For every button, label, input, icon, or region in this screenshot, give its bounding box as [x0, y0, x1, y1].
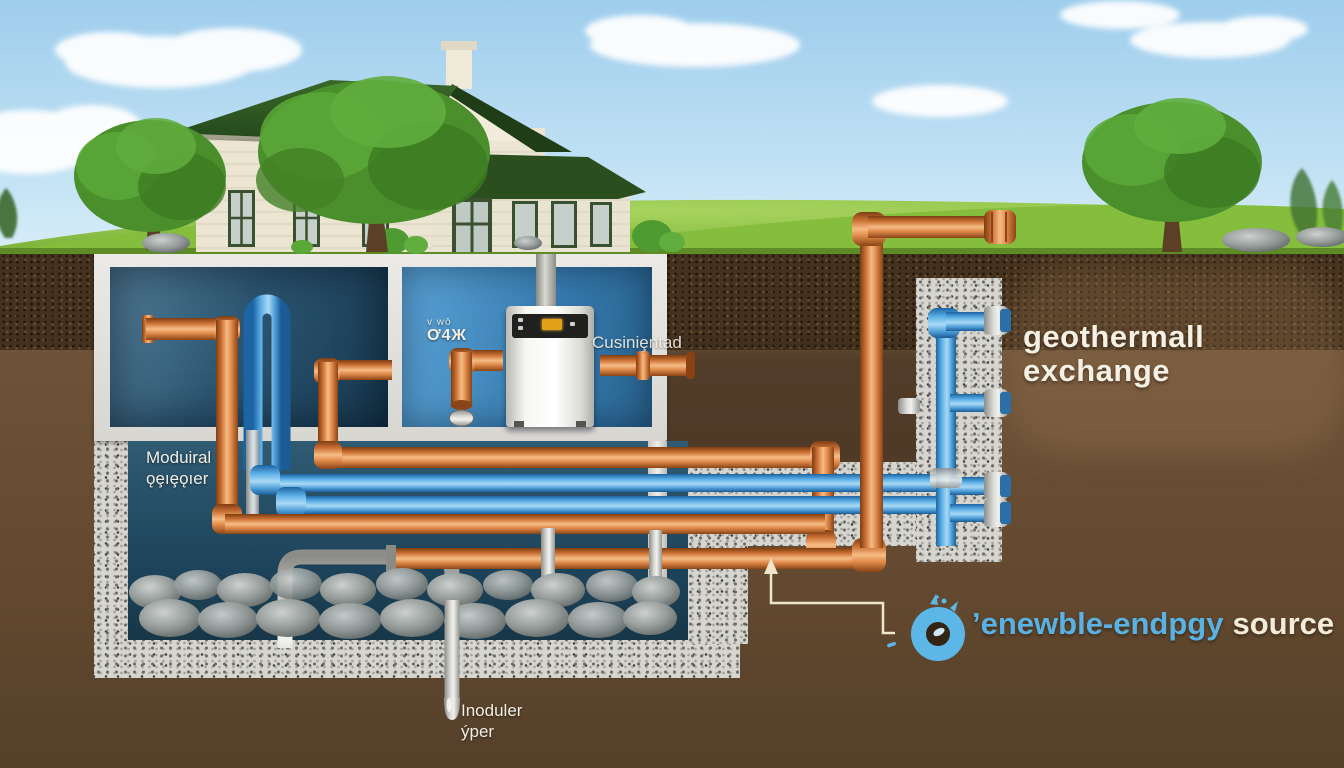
sky [0, 0, 1344, 258]
heat-pump-control-panel [512, 314, 588, 338]
basement-right-wall [648, 441, 667, 581]
heat-pump-button [518, 326, 523, 330]
heat-pump-button [570, 322, 575, 326]
furnace-room-label: Cusiniȩntad [592, 333, 682, 352]
soil-highlight [1005, 265, 1344, 455]
renewable-label-highlight: ʼenewble-endpgy [972, 606, 1224, 641]
heat-pump-flue-pipe [536, 253, 556, 311]
chamber-gravel-right [686, 540, 748, 644]
heat-pump-feet [514, 421, 586, 427]
basement-wall-label-line1: Moduiral [146, 448, 212, 467]
pipe-small-label: v wō Ơ4Ж [427, 316, 468, 344]
pipe-small-label-line2: Ơ4Ж [427, 327, 468, 344]
heat-pump-button [518, 318, 523, 322]
heat-pump-unit [506, 306, 594, 427]
vertical-gravel-column [916, 278, 1002, 562]
geothermal-label-line1: geothermall [1023, 319, 1205, 354]
renewable-label-rest: source [1232, 606, 1335, 641]
geothermal-exchange-label: geothermall exchange [1023, 320, 1204, 388]
basement-wall-label-line2: ǫȩıȩǫıer [146, 469, 209, 488]
basement-room-left [110, 267, 388, 427]
lower-chamber [128, 441, 688, 640]
pipe-small-label-line1: v wō [427, 317, 452, 328]
basement-wall-label: Moduiral ǫȩıȩǫıer [146, 447, 211, 489]
probe-label-line2: ýper [461, 722, 495, 741]
heat-pump-display [542, 319, 562, 330]
geothermal-label-line2: exchange [1023, 353, 1171, 388]
probe-label: Inoduler ýper [461, 700, 522, 742]
soil-shading [650, 348, 950, 473]
probe-label-line1: Inoduler [461, 701, 523, 720]
chamber-gravel-bottom [94, 636, 740, 678]
